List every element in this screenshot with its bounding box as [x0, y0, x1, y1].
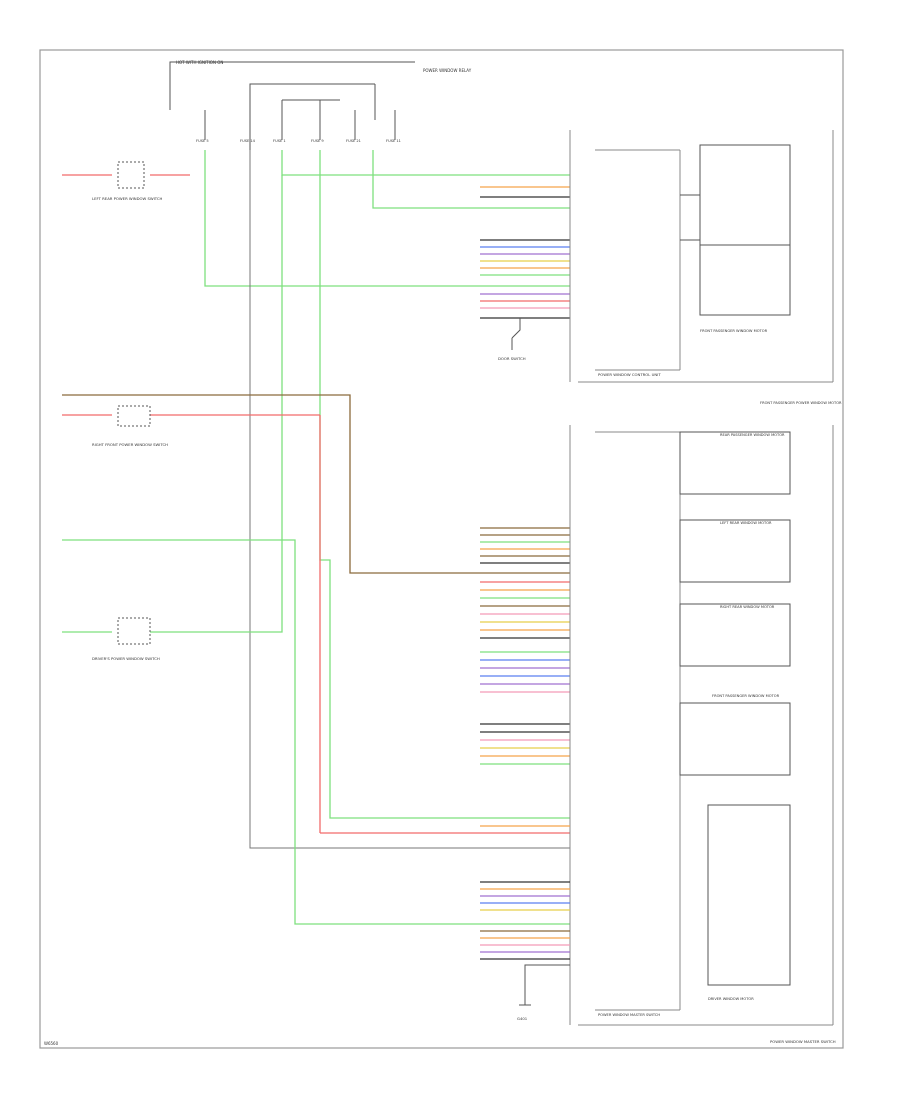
- fuse-6-label: FUSE 11: [386, 139, 401, 143]
- motor-box-driver: [707, 804, 791, 986]
- diagram-title: POWER WINDOW MASTER SWITCH: [770, 1039, 836, 1044]
- wire-green-left-3: [150, 600, 283, 633]
- wire-brown: [62, 394, 570, 574]
- door-switch-label: DOOR SWITCH: [498, 356, 526, 361]
- upper-motor-label: FRONT PASSENGER WINDOW MOTOR: [700, 329, 768, 333]
- feeder-gray-b: [249, 150, 570, 849]
- left-component-1-label: LEFT REAR POWER WINDOW SWITCH: [92, 196, 163, 201]
- upper-section-label: FRONT PASSENGER POWER WINDOW MOTOR: [760, 401, 842, 405]
- motor-box-front-pass: [679, 702, 791, 776]
- motor-driver-label: DRIVER WINDOW MOTOR: [708, 997, 754, 1001]
- middle-wires: [62, 394, 570, 925]
- left-component-2: RIGHT FRONT POWER WINDOW SWITCH: [92, 405, 168, 447]
- master-module-title: POWER WINDOW MASTER SWITCH: [598, 1013, 660, 1017]
- top-hot-right-label: POWER WINDOW RELAY: [423, 68, 472, 73]
- fuse-3-label: FUSE 1: [273, 139, 286, 143]
- feeder-green-e: [319, 150, 570, 819]
- upper-motor-box-1: [699, 144, 791, 246]
- motor-right-rear-label: RIGHT REAR WINDOW MOTOR: [720, 605, 775, 609]
- ground-g401: G401: [517, 964, 570, 1021]
- diagram-frame: [39, 49, 844, 1049]
- vertical-feeders: [204, 150, 570, 849]
- top-bus: [169, 61, 415, 172]
- motor-box-right-rear: [679, 603, 791, 667]
- ground-label: G401: [517, 1016, 528, 1021]
- motor-front-pass-label: FRONT PASSENGER WINDOW MOTOR: [712, 694, 780, 698]
- upper-module-title: POWER WINDOW CONTROL UNIT: [598, 372, 661, 377]
- left-component-3: DRIVER'S POWER WINDOW SWITCH: [92, 617, 160, 661]
- feeder-green-c: [281, 150, 570, 176]
- top-hot-label: HOT WITH IGNITION ON: [176, 60, 223, 65]
- motor-box-left-rear: [679, 519, 791, 583]
- fuse-4-label: FUSE 9: [311, 139, 324, 143]
- left-component-2-label: RIGHT FRONT POWER WINDOW SWITCH: [92, 442, 168, 447]
- fuse-5-label: FUSE 21: [346, 139, 361, 143]
- motor-left-rear-label: LEFT REAR WINDOW MOTOR: [720, 521, 772, 525]
- door-switch: DOOR SWITCH: [498, 318, 526, 361]
- fuse-labels: FUSE 5 FUSE 14 FUSE 1 FUSE 9 FUSE 21 FUS…: [196, 139, 401, 143]
- motor-rear-label: REAR PASSENGER WINDOW MOTOR: [720, 433, 785, 437]
- master-wire-bundle: [480, 527, 570, 765]
- lower-wire-bundle: [480, 825, 570, 960]
- upper-module: POWER WINDOW CONTROL UNIT FRONT PASSENGE…: [569, 130, 842, 405]
- fuse-2-label: FUSE 14: [240, 139, 256, 143]
- wire-green-left: [62, 539, 570, 925]
- left-component-3-label: DRIVER'S POWER WINDOW SWITCH: [92, 656, 160, 661]
- upper-wire-bundle: [480, 186, 570, 319]
- page-id: W6560: [44, 1041, 59, 1046]
- feeder-green-f: [372, 150, 570, 209]
- feeder-green-a: [204, 150, 570, 287]
- upper-motor-box-2: [699, 244, 791, 316]
- fuse-1-label: FUSE 5: [196, 139, 209, 143]
- motor-box-rear: [679, 431, 791, 495]
- master-switch-module: REAR PASSENGER WINDOW MOTOR LEFT REAR WI…: [569, 425, 834, 1026]
- left-component-1: LEFT REAR POWER WINDOW SWITCH: [62, 161, 190, 201]
